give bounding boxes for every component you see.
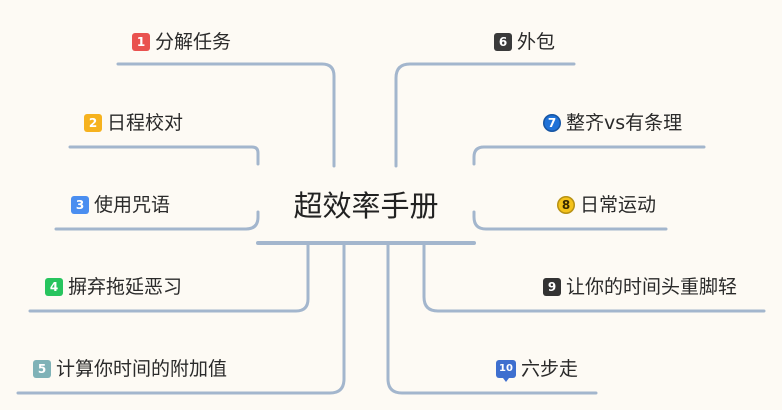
topic-label: 外包 — [517, 31, 556, 53]
priority-1-icon: 1 — [132, 33, 150, 51]
priority-6-icon: 6 — [494, 33, 512, 51]
priority-8-icon: 8 — [557, 196, 575, 214]
topic-node-2[interactable]: 2 日程校对 — [84, 111, 183, 135]
priority-5-icon: 5 — [33, 360, 51, 378]
connector-8 — [472, 210, 668, 231]
topic-node-1[interactable]: 1 分解任务 — [132, 30, 231, 54]
connector-5 — [16, 243, 346, 395]
topic-node-10[interactable]: 10 六步走 — [496, 357, 579, 382]
topic-node-4[interactable]: 4 摒弃拖延恶习 — [45, 275, 182, 299]
topic-label: 摒弃拖延恶习 — [68, 276, 183, 298]
topic-label: 分解任务 — [155, 31, 232, 53]
connector-9 — [422, 243, 766, 313]
topic-node-6[interactable]: 6 外包 — [494, 30, 555, 54]
connector-1 — [116, 62, 336, 168]
topic-label: 六步走 — [521, 358, 579, 380]
topic-label: 计算你时间的附加值 — [56, 358, 228, 380]
connector-4 — [28, 243, 310, 313]
topic-label: 日程校对 — [107, 112, 184, 134]
connector-6 — [394, 62, 576, 168]
topic-label: 使用咒语 — [94, 194, 171, 216]
topic-node-5[interactable]: 5 计算你时间的附加值 — [33, 357, 227, 381]
priority-2-icon: 2 — [84, 114, 102, 132]
topic-label: 日常运动 — [580, 194, 657, 216]
connector-3 — [54, 210, 260, 231]
connector-7 — [472, 145, 706, 166]
priority-7-icon: 7 — [543, 114, 561, 132]
connector-2 — [68, 145, 260, 166]
priority-3-icon: 3 — [71, 196, 89, 214]
topic-node-7[interactable]: 7 整齐vs有条理 — [543, 111, 682, 135]
central-topic[interactable]: 超效率手册 — [293, 189, 439, 223]
topic-label: 让你的时间头重脚轻 — [566, 276, 738, 298]
topic-node-3[interactable]: 3 使用咒语 — [71, 193, 170, 217]
topic-label: 整齐vs有条理 — [566, 112, 683, 134]
topic-node-8[interactable]: 8 日常运动 — [557, 193, 656, 217]
topic-node-9[interactable]: 9 让你的时间头重脚轻 — [543, 275, 737, 299]
priority-10-icon: 10 — [496, 360, 516, 382]
connector-10 — [386, 243, 598, 395]
priority-4-icon: 4 — [45, 278, 63, 296]
priority-9-icon: 9 — [543, 278, 561, 296]
